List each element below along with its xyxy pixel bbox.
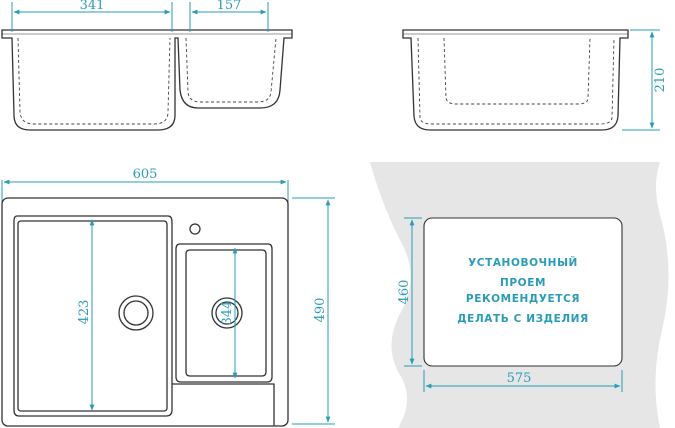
cutout-view: УСТАНОВОЧНЫЙ ПРОЕМ РЕКОМЕНДУЕТСЯ ДЕЛАТЬ …: [370, 162, 675, 428]
small-bowl-drain: [211, 297, 243, 329]
dim-label-575: 575: [507, 371, 532, 386]
cutout-note-line2: ПРОЕМ: [500, 277, 546, 289]
cutout-opening: [423, 217, 623, 367]
dim-label-460: 460: [397, 280, 412, 305]
dim-label-344: 344: [220, 301, 235, 326]
dim-label-341: 341: [80, 0, 105, 13]
cutout-note-line4: ДЕЛАТЬ С ИЗДЕЛИЯ: [457, 313, 589, 325]
cutout-note-line3: РЕКОМЕНДУЕТСЯ: [466, 293, 580, 305]
tap-hole: [189, 223, 201, 235]
dim-label-605: 605: [133, 167, 158, 182]
small-bowl: [175, 243, 273, 383]
sink-outer-outline: [1, 197, 289, 427]
dim-label-423: 423: [77, 300, 92, 325]
front-section-view: 341 157: [1, 0, 293, 131]
plan-view: 605 423 344 490: [1, 167, 335, 427]
dim-label-490: 490: [313, 298, 328, 323]
large-bowl-drain: [118, 295, 154, 331]
dim-label-157: 157: [217, 0, 242, 13]
cutout-note-line1: УСТАНОВОЧНЫЙ: [468, 256, 578, 269]
dim-label-210: 210: [653, 68, 668, 93]
side-section-view: 210: [402, 29, 668, 131]
large-bowl: [13, 215, 173, 417]
